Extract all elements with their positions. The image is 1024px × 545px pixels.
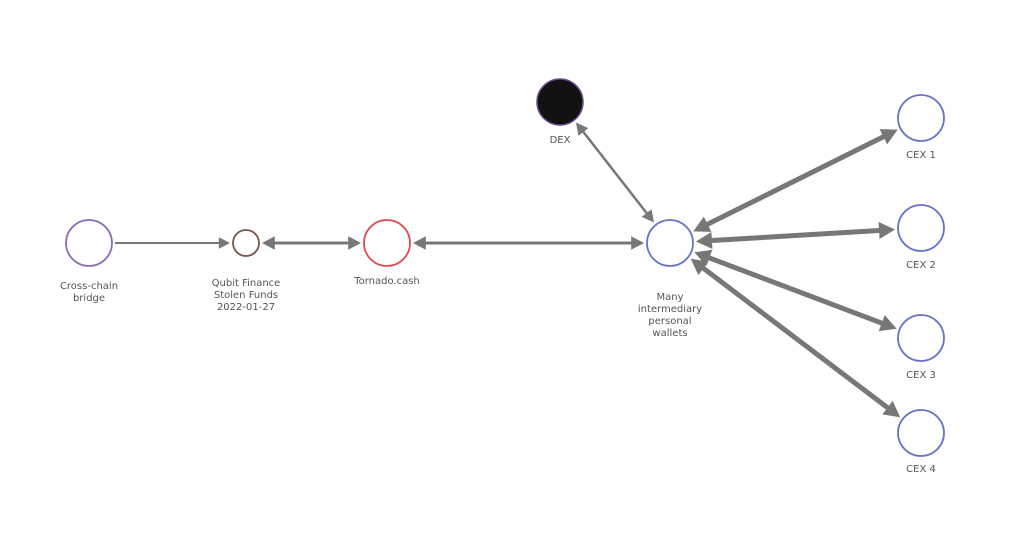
- cex3-label-line: CEX 3: [906, 370, 936, 381]
- cex4-label-line: CEX 4: [906, 464, 936, 475]
- arrowhead-icon: [631, 236, 644, 250]
- node-cex1[interactable]: CEX 1: [897, 94, 945, 161]
- dex-label-line: DEX: [550, 135, 571, 146]
- arrowhead-icon: [693, 216, 712, 232]
- arrowhead-icon: [641, 209, 655, 223]
- arrowhead-icon: [348, 236, 361, 250]
- hub-label-line: intermediary: [638, 304, 702, 315]
- bridge-circle-icon: [65, 219, 113, 267]
- arrowhead-icon: [694, 249, 713, 266]
- qubit-label-line: 2022-01-27: [217, 302, 275, 313]
- qubit-circle-icon: [232, 229, 260, 257]
- hub-label-line: Many: [656, 292, 683, 303]
- edge-hub-cex3: [706, 254, 885, 327]
- node-dex[interactable]: DEX: [536, 78, 584, 146]
- node-tornado[interactable]: Tornado.cash: [353, 219, 420, 287]
- bridge-label-line: bridge: [73, 293, 105, 304]
- edge-hub-dex: [581, 129, 649, 216]
- hub-label-line: wallets: [652, 328, 687, 339]
- tornado-label-line: Tornado.cash: [353, 276, 420, 287]
- edges: [115, 122, 901, 418]
- arrowhead-icon: [878, 222, 896, 239]
- cex2-circle-icon: [897, 204, 945, 252]
- arrowhead-icon: [690, 258, 709, 276]
- bridge-label-line: Cross-chain: [60, 281, 118, 292]
- arrowhead-icon: [882, 400, 901, 418]
- hub-circle-icon: [646, 219, 694, 267]
- cex2-label-line: CEX 2: [906, 260, 936, 271]
- arrowhead-icon: [575, 122, 589, 136]
- qubit-label-line: Stolen Funds: [214, 290, 278, 301]
- cex1-label-line: CEX 1: [906, 150, 936, 161]
- arrowhead-icon: [413, 236, 426, 250]
- arrowhead-icon: [262, 236, 275, 250]
- cex1-circle-icon: [897, 94, 945, 142]
- node-cex4[interactable]: CEX 4: [897, 409, 945, 475]
- dex-circle-icon: [536, 78, 584, 126]
- hub-label-line: personal: [648, 316, 691, 327]
- edge-hub-cex4: [700, 265, 891, 411]
- cex3-circle-icon: [897, 314, 945, 362]
- arrowhead-icon: [695, 232, 713, 249]
- edge-hub-cex1: [704, 133, 887, 228]
- node-cex3[interactable]: CEX 3: [897, 314, 945, 381]
- node-cex2[interactable]: CEX 2: [897, 204, 945, 271]
- edge-hub-cex2: [709, 227, 882, 244]
- arrowhead-icon: [218, 237, 230, 249]
- cex4-circle-icon: [897, 409, 945, 457]
- arrowhead-icon: [879, 129, 898, 145]
- tornado-circle-icon: [363, 219, 411, 267]
- arrowhead-icon: [878, 315, 897, 332]
- qubit-label-line: Qubit Finance: [212, 278, 281, 289]
